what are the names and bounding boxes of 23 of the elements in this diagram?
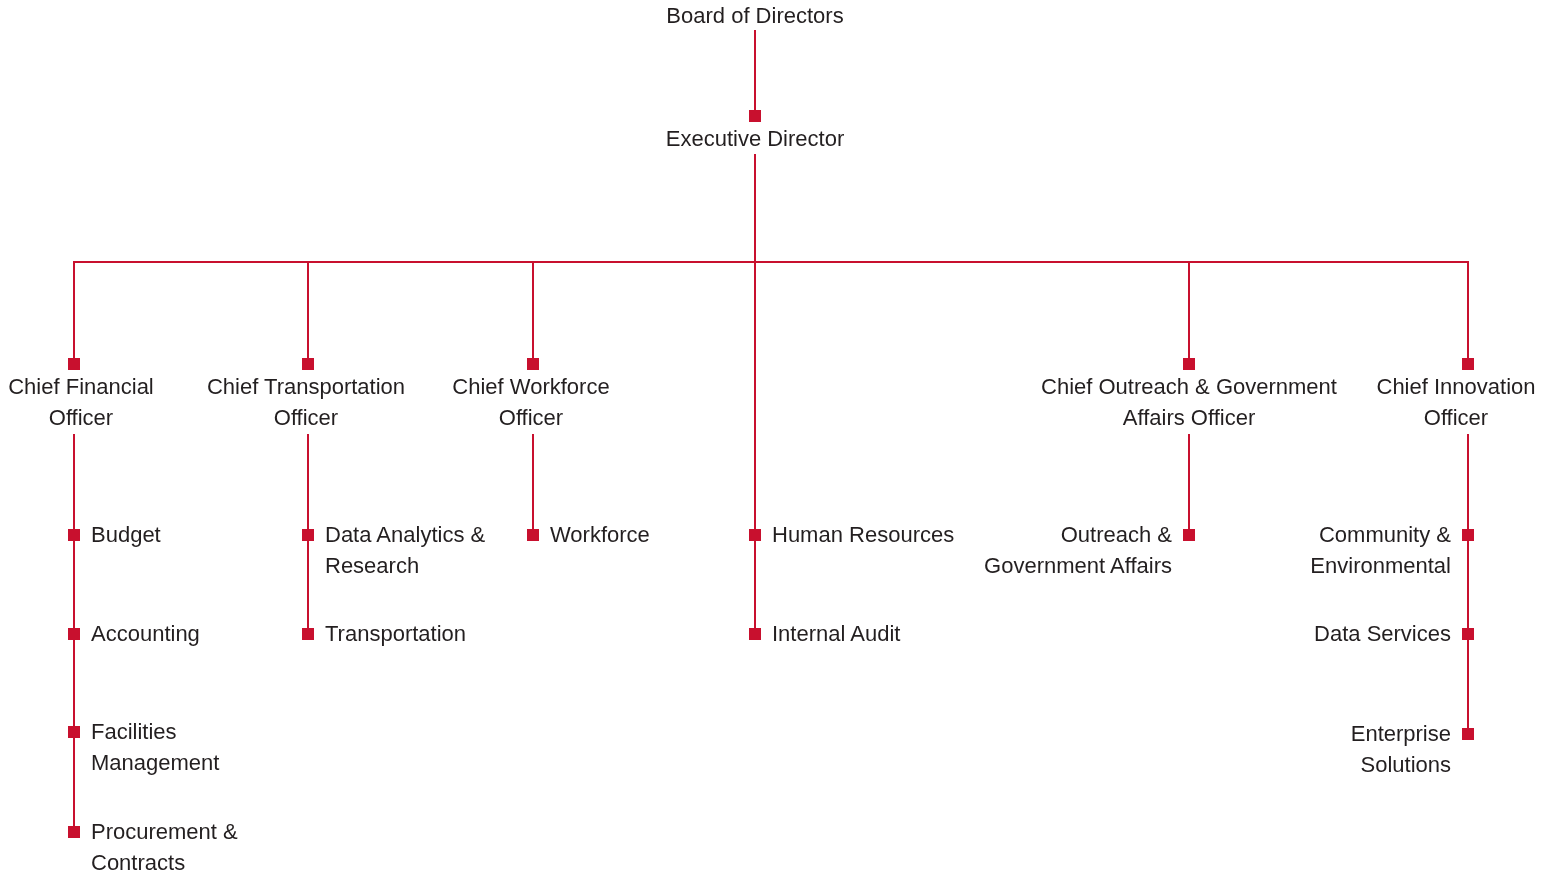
connector-line [749, 29, 761, 123]
role-title: Chief Workforce Officer [451, 373, 611, 432]
department-label: Budget [91, 521, 162, 549]
department-label: Data Analytics & Research [325, 521, 487, 580]
role-title: Chief Financial Officer [7, 373, 155, 432]
department-label: Outreach & Government Affairs [983, 521, 1172, 580]
role-title: Executive Director [664, 124, 846, 153]
department-label: Workforce [550, 521, 651, 549]
department-label: Enterprise Solutions [1349, 720, 1451, 779]
role-title: Board of Directors [665, 2, 845, 30]
role-title: Chief Outreach & Government Affairs Officer [1040, 373, 1338, 432]
connector-line [1182, 433, 1195, 541]
department-label: Accounting [91, 620, 201, 648]
department-label: Transportation [325, 620, 468, 648]
department-label: Internal Audit [772, 620, 902, 648]
department-label: Facilities Management [91, 718, 221, 777]
role-title: Chief Innovation Officer [1375, 373, 1537, 432]
role-title: Chief Transportation Officer [205, 373, 407, 432]
department-label: Human Resources [772, 521, 956, 549]
department-label: Community & Environmental [1309, 521, 1451, 580]
department-label: Procurement & Contracts [91, 818, 239, 877]
connector-line [527, 433, 540, 541]
department-label: Data Services [1313, 620, 1451, 648]
